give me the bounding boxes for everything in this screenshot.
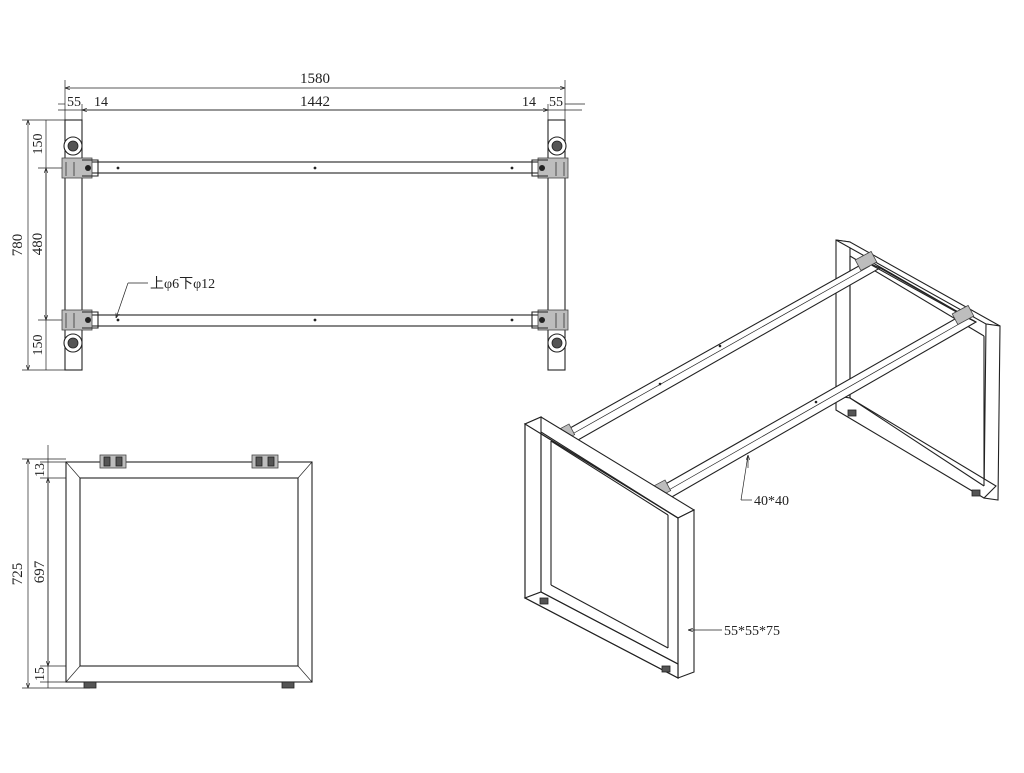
dim-right-leg: 55 bbox=[549, 95, 563, 110]
beam-section-leader bbox=[740, 454, 749, 501]
corner-bracket-front-right bbox=[531, 136, 569, 179]
dim-span: 1442 bbox=[300, 94, 330, 110]
iso-bracket-back-right bbox=[854, 250, 878, 272]
iso-front-leg-frame bbox=[523, 416, 696, 679]
dim-foot-height: 15 bbox=[33, 667, 48, 681]
dim-overall-length: 1580 bbox=[300, 71, 330, 87]
dim-inner-depth: 480 bbox=[30, 233, 46, 256]
hole-leader bbox=[116, 282, 129, 318]
iso-cross-beam-back bbox=[561, 261, 882, 441]
side-view: 725 13 697 15 bbox=[10, 445, 313, 689]
iso-bracket-front-right bbox=[951, 304, 975, 326]
top-view: 1580 55 14 1442 14 55 780 150 480 150 bbox=[10, 71, 585, 371]
hole-note: 上φ6下φ12 bbox=[150, 276, 215, 292]
dim-overall-depth: 780 bbox=[10, 234, 26, 257]
dim-left-leg: 55 bbox=[67, 95, 81, 110]
dim-frame-height: 697 bbox=[32, 560, 48, 583]
beam-section-label: 40*40 bbox=[754, 494, 789, 509]
dim-top-plate: 13 bbox=[33, 463, 48, 477]
left-leg-frame bbox=[64, 119, 83, 371]
iso-view: 40*40 55*55*75 bbox=[523, 239, 1001, 679]
side-foot-left bbox=[83, 681, 97, 689]
corner-bracket-back-left bbox=[61, 309, 99, 353]
side-frame-inner bbox=[79, 477, 299, 667]
corner-bracket-front-left bbox=[61, 136, 99, 179]
leg-section-label: 55*55*75 bbox=[724, 624, 780, 639]
dim-back-offset: 150 bbox=[31, 335, 46, 356]
dim-right-gap: 14 bbox=[522, 95, 536, 110]
iso-cross-beam-front bbox=[653, 314, 978, 499]
right-leg-frame bbox=[547, 119, 566, 371]
dim-front-offset: 150 bbox=[31, 134, 46, 155]
dim-overall-height: 725 bbox=[10, 563, 26, 586]
side-foot-right bbox=[281, 681, 295, 689]
side-top-bracket-right bbox=[251, 454, 279, 469]
corner-bracket-back-right bbox=[531, 309, 569, 353]
side-top-bracket-left bbox=[99, 454, 127, 469]
dim-left-gap: 14 bbox=[94, 95, 108, 110]
